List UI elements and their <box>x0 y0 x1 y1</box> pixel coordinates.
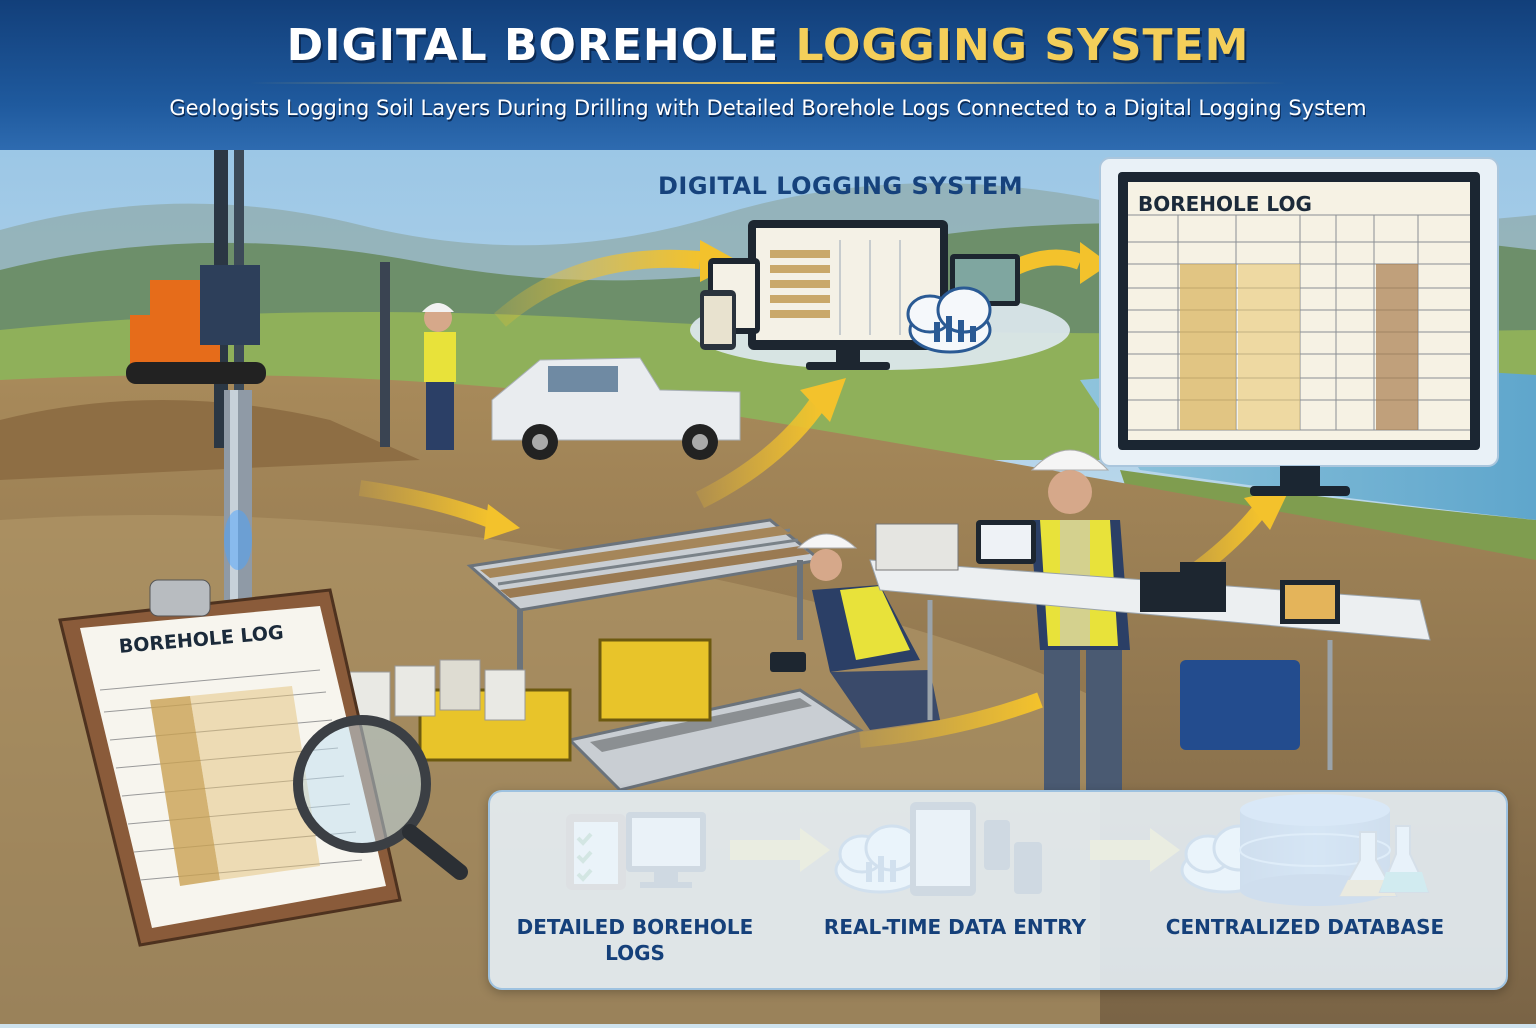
workflow-step-detailed-logs: DETAILED BOREHOLE LOGS <box>516 915 754 965</box>
digital-logging-devices <box>690 220 1070 370</box>
page-title: DIGITAL BOREHOLE LOGGING SYSTEM <box>0 20 1536 71</box>
field-table-equipment <box>869 523 1431 770</box>
monitor-log-title: BOREHOLE LOG <box>1138 192 1312 216</box>
workflow-step-centralized-db: CENTRALIZED DATABASE <box>1165 915 1445 939</box>
page-subtitle: Geologists Logging Soil Layers During Dr… <box>169 96 1367 120</box>
arrow-system-to-monitor <box>1080 242 1110 284</box>
pickup-truck <box>491 357 741 460</box>
header-banner <box>0 0 1536 150</box>
title-main: DIGITAL BOREHOLE <box>286 20 796 71</box>
drill-rig <box>126 148 266 600</box>
cloud-icon <box>906 286 992 354</box>
workflow-step-real-time-entry: REAL-TIME DATA ENTRY <box>823 915 1087 939</box>
title-accent: LOGGING SYSTEM <box>795 20 1250 71</box>
digital-logging-system-label: DIGITAL LOGGING SYSTEM <box>658 172 1024 200</box>
sample-bags-and-toolboxes <box>349 638 712 762</box>
clipboard-borehole-log <box>58 579 468 947</box>
borehole-log-monitor <box>1099 157 1499 496</box>
magnifier-icon <box>293 715 468 880</box>
workflow-panel <box>488 790 1508 990</box>
header-divider <box>250 82 1286 84</box>
arrow-rig-to-system <box>494 249 701 327</box>
worker-at-rig <box>380 262 456 450</box>
kneeling-geologist <box>770 533 940 730</box>
core-sample-rack <box>466 518 864 792</box>
